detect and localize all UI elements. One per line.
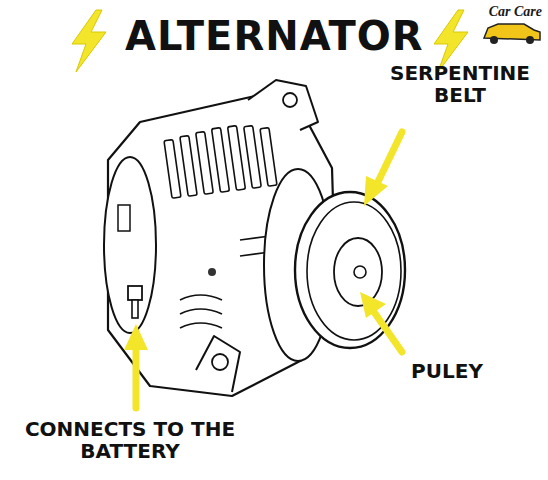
rear-plate: [104, 157, 156, 333]
terminal-stud: [132, 300, 138, 318]
fin: [260, 128, 277, 187]
leader-line: [376, 132, 402, 186]
pulley-groove: [307, 202, 401, 340]
logo-text: Car Care: [489, 4, 542, 19]
arrowhead: [360, 292, 386, 318]
arrowhead: [364, 176, 388, 206]
fin: [180, 136, 197, 197]
vent-lines: [180, 236, 270, 328]
mounting-hole: [283, 93, 297, 107]
arrowhead: [124, 324, 148, 350]
mounting-hole: [212, 354, 228, 370]
part-label: CONNECTS TO THE BATTERY: [10, 418, 250, 462]
part-label: PULEY: [392, 360, 502, 382]
pulley-rim: [295, 192, 405, 348]
vent: [180, 309, 222, 314]
leader-line: [133, 346, 140, 408]
logo-wheel: [490, 36, 498, 44]
cooling-fins: [164, 126, 277, 199]
terminal-nut: [128, 286, 142, 300]
rear-slot: [118, 205, 130, 231]
fin: [244, 126, 262, 189]
fin: [212, 128, 230, 193]
leader-line: [374, 312, 402, 352]
fin: [164, 140, 181, 199]
pulley-nut: [354, 266, 366, 278]
diagram-title: ALTERNATOR: [125, 14, 424, 58]
mounting-ear: [196, 336, 240, 392]
bolt-head: [208, 268, 216, 276]
fin: [228, 126, 246, 191]
part-label: SERPENTINE BELT: [378, 62, 542, 106]
lightning-bolt: [72, 10, 106, 72]
mounting-ear: [248, 80, 318, 130]
fin: [196, 132, 214, 195]
vent: [180, 295, 222, 300]
leader-arrows: [124, 132, 402, 408]
pulley-hub: [334, 238, 382, 306]
vent: [180, 323, 222, 328]
logo-wheel: [526, 36, 534, 44]
